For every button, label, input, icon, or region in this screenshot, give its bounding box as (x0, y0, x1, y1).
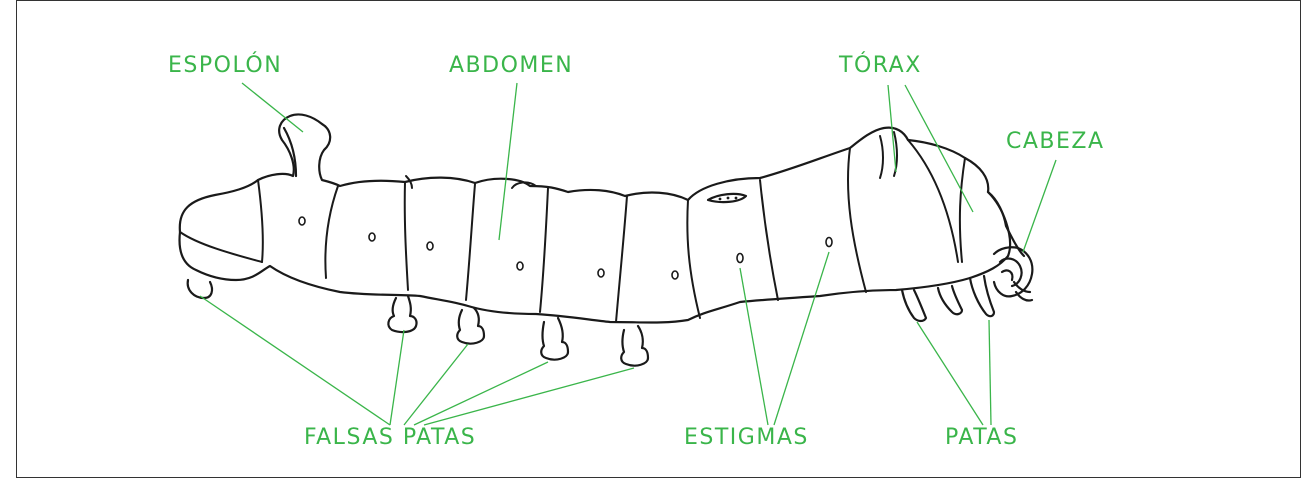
leader-abdomen (499, 83, 517, 240)
leader-falsas-4 (414, 362, 548, 425)
head-outline (988, 192, 1024, 256)
leader-cabeza (1023, 160, 1056, 252)
leader-falsas-5 (424, 368, 634, 425)
head-cap (994, 247, 1032, 296)
label-estigmas: ESTIGMAS (684, 426, 809, 450)
caterpillar-body (180, 114, 1033, 322)
label-cabeza: CABEZA (1006, 130, 1105, 154)
leader-estigmas-2 (774, 252, 829, 425)
spiracles (299, 194, 832, 279)
body-outline (180, 114, 1010, 256)
label-abdomen: ABDOMEN (449, 54, 573, 78)
label-espolon: ESPOLÓN (168, 54, 282, 78)
leader-falsas-1 (200, 296, 390, 425)
label-torax: TÓRAX (839, 54, 922, 78)
label-patas: PATAS (945, 426, 1018, 450)
leader-falsas-2 (390, 330, 404, 425)
leader-espolon (242, 83, 303, 132)
leader-falsas-3 (404, 344, 468, 425)
body-outline-bottom (180, 232, 1008, 323)
leader-estigmas-1 (740, 268, 768, 425)
leader-patas-2 (989, 320, 991, 425)
label-falsas-patas: FALSAS PATAS (304, 426, 476, 450)
leader-patas-1 (917, 322, 983, 425)
leader-lines (200, 83, 1056, 425)
